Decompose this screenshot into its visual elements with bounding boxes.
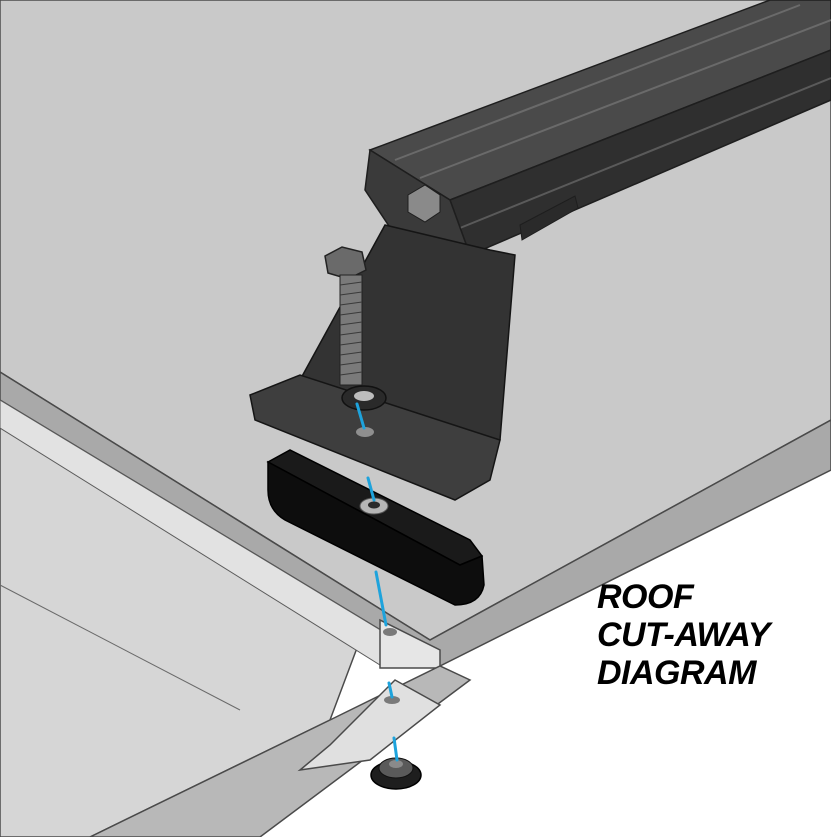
hex-bolt (324, 246, 367, 386)
crossbar-rail-foot (519, 195, 579, 241)
backing-plate-hole (384, 696, 400, 704)
caption-line-3: DIAGRAM (597, 654, 756, 692)
rubber-spacer-insert-hole (368, 501, 380, 509)
diagram-caption: ROOF CUT-AWAY DIAGRAM (597, 578, 770, 692)
caption-line-2: CUT-AWAY (597, 616, 770, 654)
hex-bolt-head (324, 246, 367, 280)
crossbar-rail-groove (459, 77, 831, 229)
flange-nut (370, 757, 422, 790)
backing-plate (297, 679, 442, 772)
rubber-spacer-block (266, 449, 485, 606)
fastener-axis-line (355, 402, 399, 762)
crossbar-rail-groove (394, 4, 801, 161)
hex-bolt-threads (339, 281, 363, 376)
mounting-bracket-hole (356, 427, 374, 437)
flange-hole (383, 628, 397, 636)
flange-nut-hole (389, 760, 403, 768)
crossbar-rail-groove (419, 19, 831, 179)
hex-bolt-shaft (339, 274, 363, 386)
crossbar-rail-end-hole (407, 184, 441, 223)
washer-hole (354, 391, 374, 401)
caption-line-1: ROOF (597, 578, 694, 616)
roof-lower-seam (0, 584, 241, 711)
mounting-bracket-foot (249, 374, 501, 501)
roof-edge-strip (0, 371, 831, 667)
rubber-spacer-body (267, 460, 485, 606)
